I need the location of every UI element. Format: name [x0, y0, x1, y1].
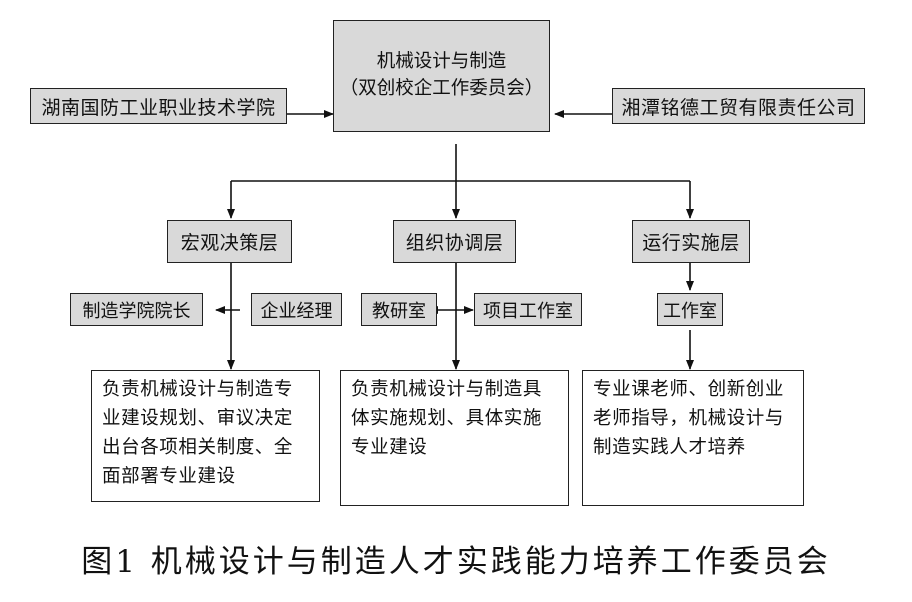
manager-label: 企业经理	[260, 300, 333, 322]
dean-box: 制造学院院长	[70, 293, 203, 326]
studio-box: 工作室	[657, 293, 723, 326]
dean-label: 制造学院院长	[82, 300, 191, 322]
right-partner-label: 湘潭铭德工贸有限责任公司	[621, 96, 856, 119]
macro-description: 负责机械设计与制造专业建设规划、审议决定出台各项相关制度、全面部署专业建设	[91, 370, 320, 502]
project-box: 项目工作室	[474, 293, 582, 326]
committee-title: 机械设计与制造	[376, 51, 507, 73]
manager-box: 企业经理	[251, 293, 342, 326]
left-partner-label: 湖南国防工业职业技术学院	[41, 96, 276, 119]
committee-subtitle: （双创校企工作委员会）	[339, 78, 544, 99]
macro-layer-box: 宏观决策层	[167, 220, 292, 263]
left-partner-box: 湖南国防工业职业技术学院	[30, 88, 287, 124]
implementation-layer-label: 运行实施层	[642, 232, 740, 254]
teaching-label: 教研室	[372, 300, 426, 322]
coordination-layer-box: 组织协调层	[393, 220, 516, 263]
implementation-description: 专业课老师、创新创业老师指导，机械设计与制造实践人才培养	[582, 370, 804, 506]
right-partner-box: 湘潭铭德工贸有限责任公司	[612, 88, 865, 124]
teaching-box: 教研室	[361, 293, 437, 326]
coordination-description: 负责机械设计与制造具体实施规划、具体实施专业建设	[340, 370, 569, 506]
macro-layer-label: 宏观决策层	[180, 232, 279, 254]
implementation-layer-box: 运行实施层	[632, 220, 750, 263]
committee-box: 机械设计与制造 （双创校企工作委员会）	[333, 20, 550, 132]
project-label: 项目工作室	[483, 300, 573, 322]
figure-caption: 图1 机械设计与制造人才实践能力培养工作委员会	[81, 544, 831, 580]
studio-label: 工作室	[663, 300, 717, 322]
coordination-layer-label: 组织协调层	[405, 232, 504, 254]
